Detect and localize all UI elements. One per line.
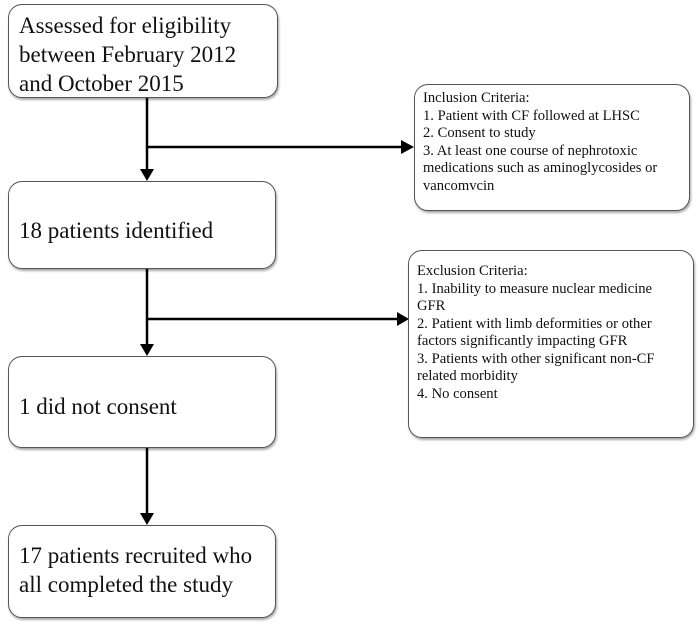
box-text-line: Assessed for eligibility (19, 13, 232, 38)
arrowhead-notconsent (140, 344, 154, 356)
criteria-item: GFR (417, 298, 446, 314)
arrowhead-recruited (140, 513, 154, 525)
box-inclusion-criteria: Inclusion Criteria: 1. Patient with CF f… (414, 84, 690, 211)
criteria-item: vancomvcin (423, 177, 495, 194)
criteria-item: 3. At least one course of nephrotoxic (423, 142, 638, 159)
criteria-item: 1. Inability to measure nuclear medicine (417, 280, 653, 297)
box-patients-identified: 18 patients identified (8, 181, 276, 269)
criteria-item: 4. No consent (417, 385, 498, 402)
criteria-item: related morbidity (417, 368, 518, 384)
arrowhead-exclusion (397, 312, 409, 326)
arrowhead-inclusion (401, 140, 414, 154)
box-exclusion-criteria: Exclusion Criteria: 1. Inability to meas… (408, 250, 694, 438)
box-text-line: 17 patients recruited who (19, 543, 253, 568)
criteria-item: medications such as aminoglycosides or (423, 160, 658, 176)
box-text-line: 18 patients identified (19, 218, 214, 243)
criteria-title: Exclusion Criteria: (417, 263, 528, 279)
box-text-line: and October 2015 (19, 71, 184, 96)
arrowhead-identified (140, 169, 154, 181)
criteria-item: 1. Patient with CF followed at LHSC (423, 107, 640, 124)
box-assessed-for-eligibility: Assessed for eligibility between Februar… (8, 4, 278, 98)
box-text-line: between February 2012 (19, 42, 237, 67)
criteria-title: Inclusion Criteria: (423, 90, 530, 106)
box-patients-recruited: 17 patients recruited who all completed … (8, 525, 276, 618)
box-did-not-consent: 1 did not consent (8, 356, 276, 448)
criteria-item: 3. Patients with other significant non-C… (417, 350, 655, 367)
box-text-line: all completed the study (19, 572, 233, 597)
criteria-item: 2. Patient with limb deformities or othe… (417, 315, 652, 332)
criteria-item: 2. Consent to study (423, 125, 536, 141)
criteria-item: factors significantly impacting GFR (417, 333, 628, 349)
box-text-line: 1 did not consent (19, 394, 177, 419)
